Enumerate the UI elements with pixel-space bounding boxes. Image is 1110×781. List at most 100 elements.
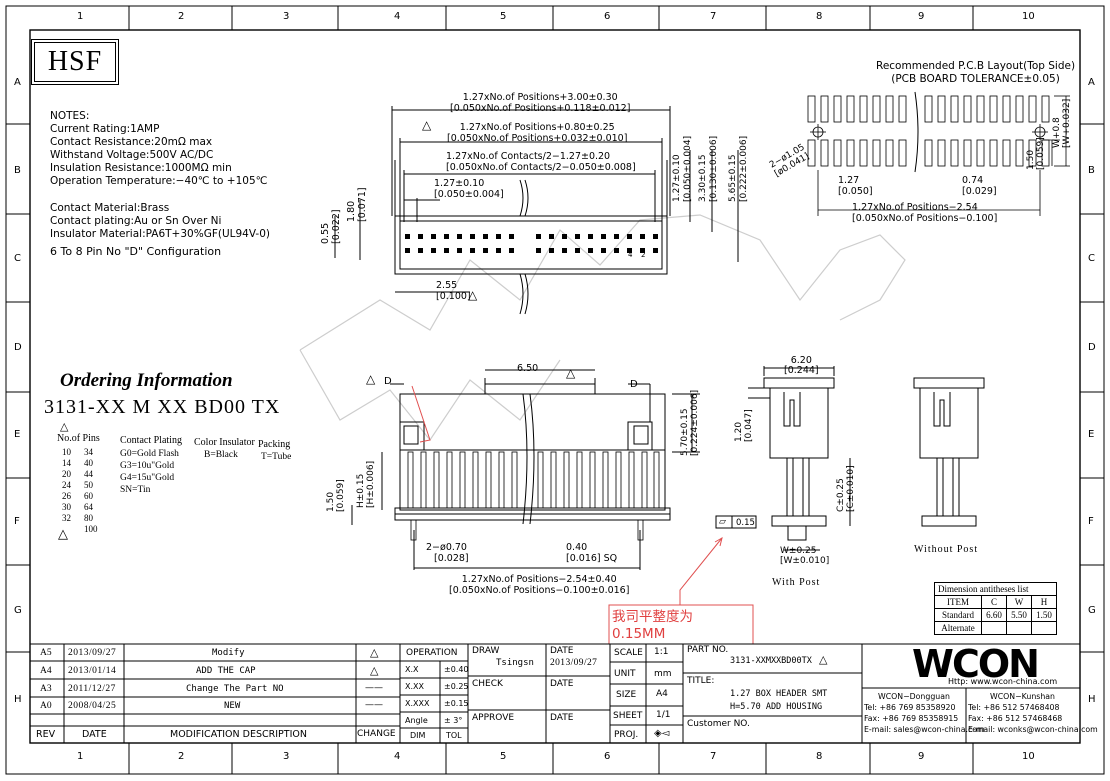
dim-text: 0.40: [566, 542, 588, 553]
dongguan-contact: WCON−Dongguan Tel: +86 769 85358920 Fax:…: [864, 691, 985, 735]
dim-text: 3.30±0.15: [698, 154, 708, 202]
top-view-pins: [405, 234, 658, 253]
dim-text: 6.50: [517, 363, 539, 374]
side-dim-width: 6.20 [0.244]: [784, 356, 819, 376]
rev-cell: A3: [40, 684, 52, 694]
note-line: Current Rating:1AMP: [50, 123, 160, 135]
rev-date: 2013/09/27: [68, 648, 117, 658]
dim-text: 5.70±0.15: [680, 408, 690, 456]
pcb-pads: [807, 91, 1070, 216]
warning-triangle-icon: △: [468, 288, 478, 302]
color-value: B=Black: [204, 450, 238, 460]
front-view-pins: [407, 451, 660, 541]
rev-header: MODIFICATION DESCRIPTION: [170, 729, 307, 740]
pin-count: 40: [84, 458, 93, 468]
material-line: Contact Material:Brass: [50, 202, 170, 214]
rev-desc: Change The Part NO: [186, 684, 284, 694]
row-label: F: [14, 516, 20, 527]
dim-text: [0.071]: [357, 187, 368, 222]
contact-tel: Tel: +86 769 85358920: [864, 703, 956, 712]
plating-option: SN=Tin: [120, 485, 151, 495]
dim-text: [0.050]: [838, 186, 873, 197]
col-label: 6: [604, 11, 611, 22]
dim-text: 1.27xNo.of Positions−2.54±0.40: [461, 574, 617, 585]
col-label: 3: [283, 11, 290, 22]
dim-text: [0.059]: [1036, 137, 1046, 170]
side-dim-3: 5.65±0.15 [0.222±0.006]: [728, 136, 750, 202]
tol-dim-label: DIM: [410, 731, 426, 740]
dim-text: [0.050±0.004]: [683, 135, 693, 202]
pin-count: 100: [84, 524, 98, 534]
front-dim-base: 1.50 [0.059]: [326, 479, 346, 512]
dim-text: [W+0.032]: [1062, 98, 1072, 148]
pcb-dim-width: W+0.8 [W+0.032]: [1052, 99, 1072, 148]
sheet-label: SHEET: [613, 711, 643, 721]
dim-text: [0.047]: [744, 409, 754, 442]
flatness-icon: ▱: [719, 517, 726, 527]
row-label: E: [14, 429, 21, 440]
config-note: 6 To 8 Pin No "D" Configuration: [50, 245, 222, 258]
company-url: Http: www.wcon-china.com: [948, 677, 1058, 686]
col-label: 7: [710, 11, 717, 22]
table-header: ITEM: [934, 595, 982, 609]
scale-value: 1:1: [654, 647, 669, 657]
col-label: 9: [918, 11, 925, 22]
contact-fax: Fax: +86 512 57468468: [968, 714, 1063, 723]
part-label: PART NO.: [687, 645, 729, 655]
table-row: Alternate: [934, 621, 1057, 635]
warning-triangle-icon: △: [366, 372, 376, 386]
pcb-dim-gap: 1.50 [0.059]: [1026, 137, 1046, 170]
top-dim-1: 1.27xNo.of Positions+3.00±0.30 [0.050xNo…: [450, 92, 630, 114]
front-dim-pin: 0.40 [0.016] SQ: [566, 542, 617, 564]
dim-text: 1.27xNo.of Contacts/2−1.27±0.20: [446, 151, 611, 162]
pin-mark: 4: [628, 251, 633, 259]
table-cell: [1006, 621, 1032, 635]
pcb-dim-pitch: 1.27 [0.050]: [838, 175, 873, 197]
col-label: 5: [500, 751, 507, 762]
dim-text: [0.050xNo.of Positions−0.100]: [852, 213, 998, 224]
draw-date: 2013/09/27: [550, 658, 598, 668]
dim-text: [0.050xNo.of Positions+0.118±0.012]: [450, 103, 631, 114]
contact-name: WCON−Dongguan: [878, 692, 950, 701]
col-label: 10: [1022, 11, 1035, 22]
tol-value: ±0.15: [444, 699, 469, 708]
rev-desc: NEW: [224, 701, 241, 711]
plating-label: Contact Plating: [120, 435, 182, 446]
table-cell: 5.50: [1006, 608, 1032, 622]
table-row: ITEM C W H: [934, 595, 1057, 609]
col-label: 2: [178, 11, 185, 22]
tol-dim: X.X: [405, 665, 419, 674]
dim-text: H±0.15: [356, 473, 366, 508]
warning-triangle-icon: △: [370, 664, 379, 677]
flatness-value: 0.15: [736, 518, 755, 528]
unit-value: mm: [654, 669, 672, 679]
pin-count: 30: [62, 502, 71, 512]
side-dim-2: 3.30±0.15 [0.130±0.006]: [698, 136, 720, 202]
pin-count: 26: [62, 491, 71, 501]
scale-label: SCALE: [614, 648, 643, 658]
dim-text: [0.022]: [331, 209, 342, 244]
tol-tol-label: TOL: [446, 731, 462, 740]
draw-label: DRAW: [472, 646, 500, 656]
front-view-body: [351, 369, 700, 570]
note-line: Operation Temperature:−40℃ to +105℃: [50, 175, 268, 187]
notes-block: NOTES: Current Rating:1AMP Contact Resis…: [50, 110, 270, 258]
row-label: B: [14, 165, 21, 176]
rev-header: REV: [36, 729, 56, 740]
dim-text: 1.27±0.10: [672, 154, 682, 202]
title-label: TITLE:: [687, 676, 715, 686]
pin-count: 60: [84, 491, 93, 501]
tol-dim: X.XXX: [405, 699, 430, 708]
pcb-dim-pad: 0.74 [0.029]: [962, 175, 997, 197]
row-label: C: [14, 253, 21, 264]
red-trace: [411, 385, 431, 443]
pin-count: 34: [84, 447, 93, 457]
dim-text: 0.74: [962, 175, 984, 186]
proj-label: PROJ.: [614, 730, 639, 740]
row-label: C: [1088, 253, 1095, 264]
contact-name: WCON−Kunshan: [990, 692, 1055, 701]
with-post-label: With Post: [772, 577, 821, 588]
dim-text: 1.27xNo.of Positions+0.80±0.25: [459, 122, 615, 133]
flatness-callout: 我司平整度为 0.15MM: [612, 609, 693, 643]
top-dim-6: 1.80 [0.071]: [346, 187, 368, 222]
